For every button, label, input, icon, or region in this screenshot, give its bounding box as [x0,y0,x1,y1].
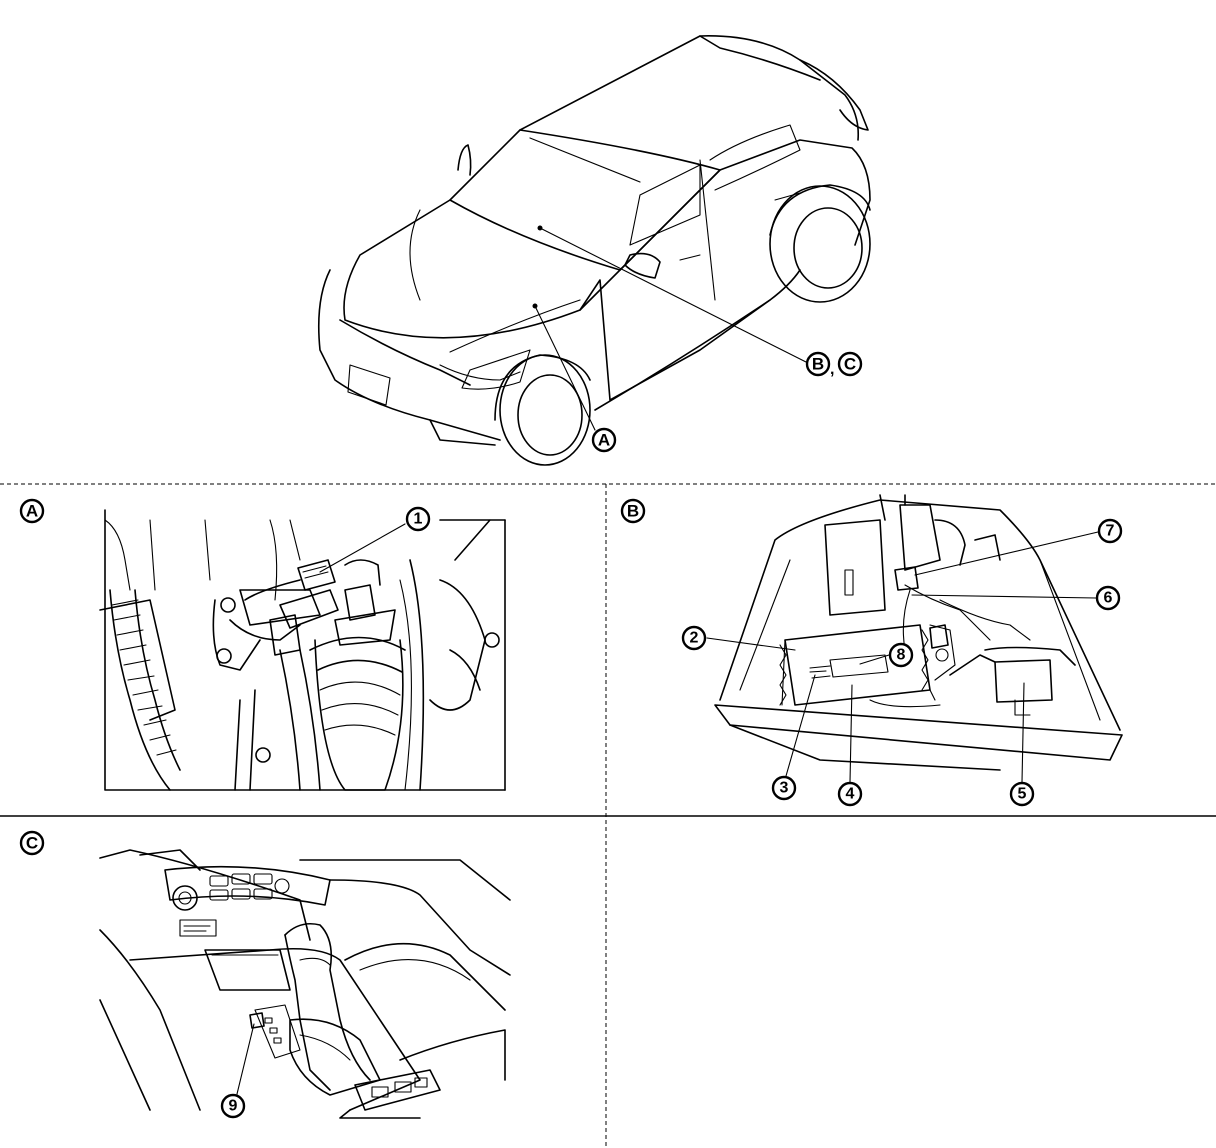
panel-a-leader-1 [319,523,406,573]
panel-a-title: A [19,498,45,524]
panel-b-leader-2 [706,637,796,651]
panel-b-title: B [620,498,646,524]
svg-text:B: B [812,355,824,374]
panel-c: C [19,830,511,1119]
panel-grid [0,483,1216,1148]
svg-text:5: 5 [1018,786,1027,803]
vehicle-overview-illustration [318,35,871,466]
panel-b-leader-3 [785,674,816,777]
panel-c-callout-9: 9 [220,1093,246,1119]
svg-text:1: 1 [414,511,423,528]
svg-text:C: C [26,834,38,853]
svg-text:4: 4 [846,786,855,803]
overview-callout-c: C [837,351,863,377]
svg-text:3: 3 [780,780,789,797]
panel-b-illustration [714,494,1123,771]
panel-b-callout-7: 7 [1097,518,1123,544]
svg-text:2: 2 [690,630,699,647]
panel-b-callout-8: 8 [888,642,914,668]
panel-b-leader-4 [849,684,853,783]
overview-callout-b: B [805,351,831,377]
svg-text:A: A [26,502,38,521]
panel-b-leader-5 [1021,682,1025,783]
svg-text:C: C [844,355,856,374]
panel-c-title: C [19,830,45,856]
svg-text:8: 8 [897,647,906,664]
panel-b-callout-2: 2 [681,625,707,651]
svg-text:7: 7 [1106,523,1115,540]
panel-a-callout-1: 1 [405,506,431,532]
panel-a: A [19,498,506,791]
panel-b-leader-6 [911,594,1097,599]
svg-text:6: 6 [1104,590,1113,607]
panel-b-leader-8 [859,654,890,665]
overview-separator: , [830,361,834,378]
leader-b-c [539,227,807,363]
leader-a [534,305,596,431]
panel-b-callout-6: 6 [1095,585,1121,611]
panel-b-callout-5: 5 [1009,781,1035,807]
panel-b-callout-4: 4 [837,781,863,807]
panel-c-illustration [99,849,511,1119]
svg-text:A: A [598,431,610,450]
panel-a-illustration [99,509,506,791]
panel-b-callout-3: 3 [771,775,797,801]
overview-callout-a: A [591,427,617,453]
svg-text:9: 9 [229,1098,238,1115]
panel-b: B [620,494,1123,807]
svg-text:B: B [627,502,639,521]
panel-c-leader-9 [236,1023,255,1095]
panel-b-leader-7 [914,531,1099,576]
